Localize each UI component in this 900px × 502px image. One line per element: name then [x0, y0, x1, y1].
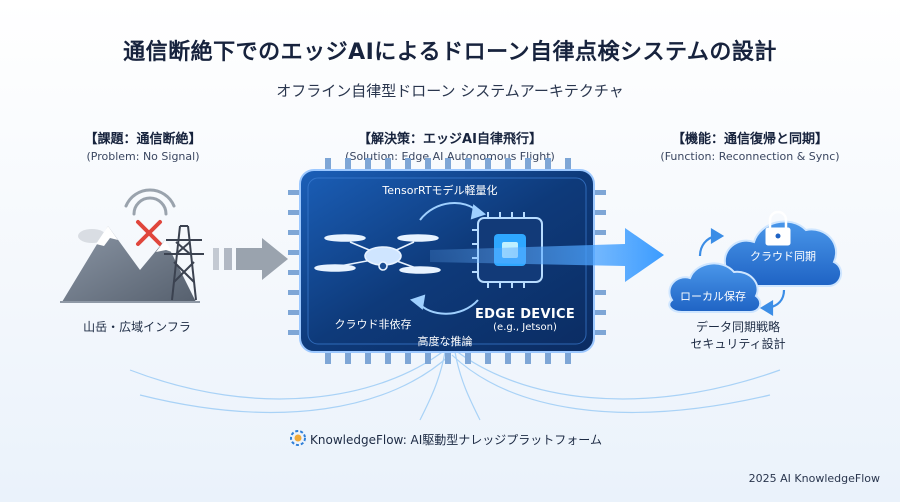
cloud-icon — [668, 262, 762, 313]
chip-pins — [288, 158, 606, 364]
lock-icon — [765, 210, 791, 246]
brain-gear-icon — [290, 430, 306, 446]
data-flow-lines — [129, 349, 781, 421]
problem-header: 【課題：通信断絶】 (Problem: No Signal) — [48, 128, 238, 163]
power-tower-icon — [164, 225, 204, 301]
local-save-label: ローカル保存 — [680, 290, 746, 303]
footer-brand: KnowledgeFlow: AI駆動型ナレッジプラットフォーム — [310, 433, 602, 447]
problem-title: 【課題：通信断絶】 — [84, 132, 202, 147]
function-title: 【機能：通信復帰と同期】 — [671, 132, 828, 147]
arrow-right-icon — [213, 238, 288, 280]
cloud-sync-label: クラウド同期 — [750, 250, 816, 263]
sync-strategy-label: データ同期戦略 — [695, 320, 780, 334]
sync-arrows-icon — [698, 228, 786, 316]
cloud-independent-label: クラウド非依存 — [334, 318, 412, 331]
mountain-icon — [60, 226, 200, 303]
process-arrows-icon — [409, 201, 487, 315]
edge-device-sublabel: (e.g., Jetson) — [493, 322, 557, 333]
drone-icon — [314, 234, 441, 274]
edge-device-label: EDGE DEVICE — [474, 307, 576, 322]
page-title: 通信断絶下でのエッジAIによるドローン自律点検システムの設計 — [123, 40, 777, 65]
inference-label: 高度な推論 — [417, 335, 473, 348]
problem-label: 山岳・広域インフラ — [83, 320, 191, 334]
tensorrt-label: TensorRTモデル軽量化 — [382, 184, 498, 197]
no-signal-icon — [124, 188, 176, 246]
solution-subtitle: (Solution: Edge AI Autonomous Flight) — [345, 150, 555, 163]
function-subtitle: (Function: Reconnection & Sync) — [660, 150, 840, 163]
security-design-label: セキュリティ設計 — [690, 337, 786, 351]
function-header: 【機能：通信復帰と同期】 (Function: Reconnection & S… — [640, 128, 860, 163]
page-subtitle: オフライン自律型ドローン システムアーキテクチャ — [276, 82, 624, 100]
output-arrow-icon — [430, 228, 664, 282]
solution-title: 【解決策：エッジAI自律飛行】 — [358, 132, 542, 147]
copyright: 2025 AI KnowledgeFlow — [748, 472, 880, 485]
problem-subtitle: (Problem: No Signal) — [86, 150, 200, 163]
solution-header: 【解決策：エッジAI自律飛行】 (Solution: Edge AI Auton… — [305, 128, 595, 163]
